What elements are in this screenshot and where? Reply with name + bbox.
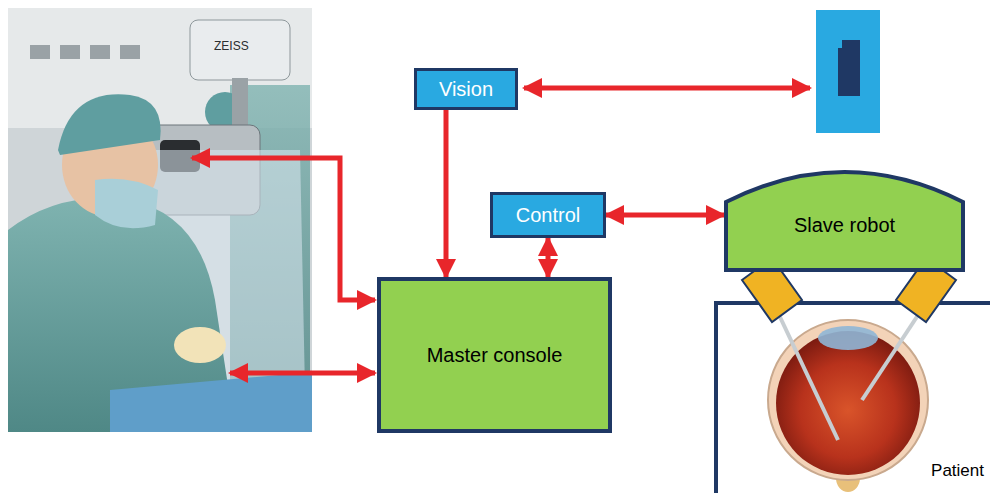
hand-arrow: [230, 371, 375, 376]
eye-lens: [818, 326, 878, 350]
node-text: Vision: [439, 78, 493, 101]
robot-dome-outline: [726, 172, 963, 270]
camera-icon: [816, 10, 880, 133]
gloved-hand: [174, 327, 226, 363]
camera-body: [838, 48, 860, 96]
signal-arrow: [606, 213, 724, 218]
eye-illustration: [768, 300, 928, 492]
photo-background: [8, 8, 312, 432]
signal-arrow: [546, 238, 551, 277]
process-box: Master console: [377, 277, 612, 433]
surgical-instrument: [772, 300, 838, 440]
surgeon-photo: [8, 8, 312, 432]
vision-camera-arrow: [524, 86, 810, 91]
patient-outline: [716, 303, 990, 493]
camera-lens: [842, 40, 860, 50]
wall-socket: [120, 45, 140, 59]
patient-drape: [110, 372, 312, 432]
signal-arrow: [444, 110, 449, 277]
process-box: Vision: [414, 68, 518, 110]
eyepiece-arrow: [192, 158, 375, 300]
robot-box: Slave robot: [724, 162, 965, 272]
camera-panel: [816, 10, 880, 133]
surgeon-cap: [58, 94, 161, 155]
surgeon-mask: [95, 179, 158, 229]
node-text: Control: [516, 204, 580, 227]
brand-label: ZEISS: [214, 40, 249, 54]
wall-socket: [30, 45, 50, 59]
process-box: Control: [490, 192, 606, 238]
patient-label: Patient: [931, 461, 984, 481]
wall-socket: [60, 45, 80, 59]
wall-socket: [90, 45, 110, 59]
node-text: Master console: [427, 344, 563, 367]
node-text: Slave robot: [794, 214, 895, 237]
microscope-head: [190, 20, 290, 80]
